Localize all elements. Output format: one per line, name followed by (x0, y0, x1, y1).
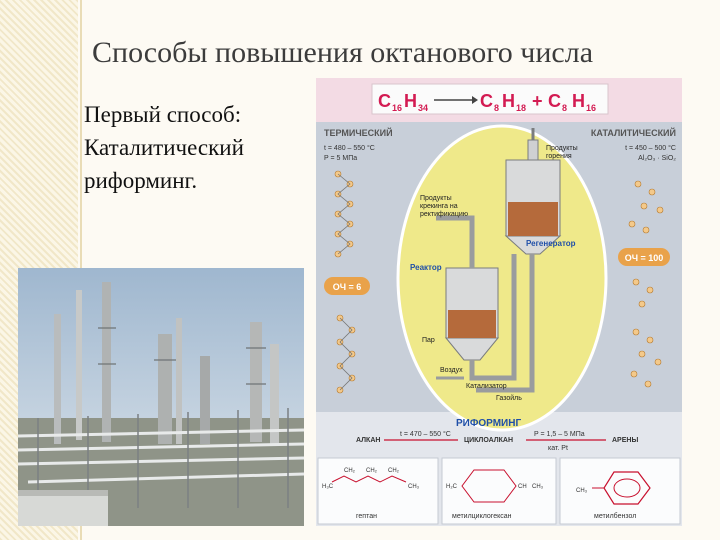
formula-c16: C (378, 91, 391, 111)
reforming-poster: C 16 H 34 C 8 H 18 + C 8 H 16 ТЕРМИЧЕСКИ… (316, 78, 682, 526)
combustion-label-2: горения (546, 153, 572, 160)
cracking-label-1: Продукты (420, 195, 452, 202)
heptane-h3c: H₃C (322, 484, 334, 490)
toluene-ch3: CH₃ (576, 488, 588, 494)
heptane-structure (318, 458, 438, 524)
cracking-label-3: ректификацию (420, 211, 468, 218)
cycloalkane-label: ЦИКЛОАЛКАН (464, 437, 513, 444)
body-line-3: риформинг. (84, 164, 304, 197)
refinery-photo (18, 268, 304, 526)
formula-sub16: 16 (392, 103, 402, 113)
combustion-label-1: Продукты (546, 145, 578, 152)
heptane-ch2-a: CH₂ (344, 468, 356, 474)
heptane-ch3: CH₃ (408, 484, 420, 490)
thermal-octane: ОЧ = 6 (333, 282, 362, 292)
body-line-2: Каталитический (84, 131, 304, 164)
regenerator-label: Регенератор (526, 239, 576, 248)
catalyst-label: Катализатор (466, 383, 507, 390)
reforming-pressure: P = 1,5 – 5 МПа (534, 431, 585, 438)
formula-plus: + (532, 91, 543, 111)
formula-sub34: 34 (418, 103, 428, 113)
mch-h2c: H₂C (446, 484, 458, 490)
reforming-catalyst: кат. Pt (548, 445, 568, 452)
air-label: Воздух (440, 367, 463, 374)
mch-ch: CH (518, 484, 527, 490)
gasoil-label: Газойль (496, 394, 522, 402)
body-text: Первый способ: Каталитический риформинг. (84, 98, 304, 197)
catalytic-label: КАТАЛИТИЧЕСКИЙ (591, 127, 676, 138)
arenes-label: АРЕНЫ (612, 437, 638, 444)
heptane-ch2-b: CH₂ (366, 468, 378, 474)
thermal-pressure: P = 5 МПа (324, 155, 357, 162)
formula-c8b: C (548, 91, 561, 111)
formula-h16: H (572, 91, 585, 111)
catalytic-catalyst: Al₂O₃ · SiO₂ (638, 155, 676, 162)
reforming-label: РИФОРМИНГ (456, 418, 521, 429)
heptane-label: гептан (356, 513, 377, 520)
formula-sub8a: 8 (494, 103, 499, 113)
slide-title: Способы повышения октанового числа (92, 36, 712, 70)
catalytic-octane: ОЧ = 100 (625, 253, 664, 263)
toluene-label: метилбензол (594, 512, 636, 520)
heptane-ch2-c: CH₂ (388, 468, 400, 474)
reactor-label: Реактор (410, 263, 442, 272)
thermal-temp: t = 480 – 550 °C (324, 144, 375, 152)
formula-sub18: 18 (516, 103, 526, 113)
formula-h34: H (404, 91, 417, 111)
thermal-label: ТЕРМИЧЕСКИЙ (324, 127, 393, 138)
cracking-label-2: крекинга на (420, 203, 458, 210)
formula-sub8b: 8 (562, 103, 567, 113)
formula-sub16b: 16 (586, 103, 596, 113)
reforming-temp: t = 470 – 550 °C (400, 430, 451, 438)
body-line-1: Первый способ: (84, 98, 304, 131)
formula-c8a: C (480, 91, 493, 111)
catalytic-temp: t = 450 – 500 °C (625, 144, 676, 152)
formula-h18: H (502, 91, 515, 111)
methylcyclohexane-label: метилциклогексан (452, 513, 512, 520)
alkane-label: АЛКАН (356, 437, 380, 444)
mch-ch3: CH₃ (532, 484, 544, 490)
steam-label: Пар (422, 337, 435, 344)
